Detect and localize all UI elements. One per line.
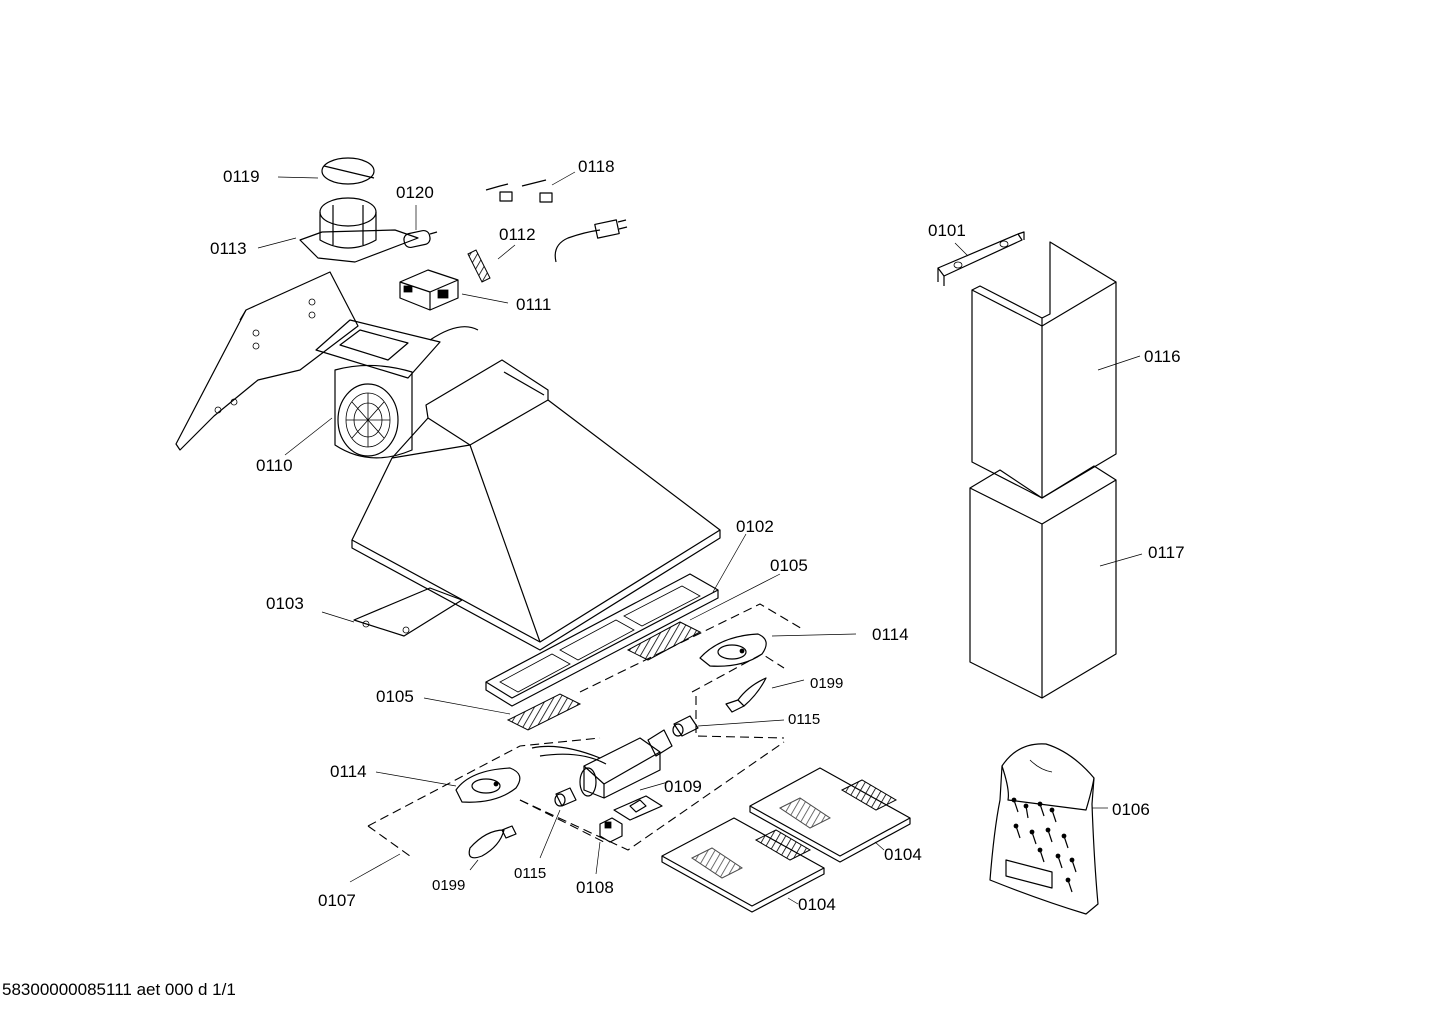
label-0108: 0108 xyxy=(576,878,614,897)
label-0111: 0111 xyxy=(516,295,551,314)
carbon-filter-upper-part xyxy=(749,767,911,863)
lamp-cover-upper-part xyxy=(699,633,857,667)
capacitor-part xyxy=(403,205,438,249)
label-0105-upper: 0105 xyxy=(770,556,808,575)
label-0106: 0106 xyxy=(1112,800,1150,819)
label-0107: 0107 xyxy=(318,891,356,910)
switch-group-leader xyxy=(349,853,401,883)
mounting-bracket-part xyxy=(175,271,359,451)
carbon-filter-lower-part xyxy=(661,817,825,913)
filter-frame-part xyxy=(485,533,747,707)
label-0104-left: 0104 xyxy=(798,895,836,914)
label-0113: 0113 xyxy=(210,239,247,258)
outlet-connector-part xyxy=(257,197,419,263)
damper-disc-part xyxy=(277,157,375,185)
grease-filter-upper-part xyxy=(626,573,781,661)
label-0115-upper: 0115 xyxy=(788,711,820,728)
label-0101: 0101 xyxy=(928,221,966,240)
label-0117: 0117 xyxy=(1148,543,1185,562)
document-reference-footer: 58300000085111 aet 000 d 1/1 xyxy=(2,980,236,999)
lamp-cover-lower-part xyxy=(375,767,521,803)
lamp-group-outline xyxy=(579,603,805,739)
label-0102: 0102 xyxy=(736,517,774,536)
lower-chimney-part xyxy=(969,465,1143,699)
label-0115-lower: 0115 xyxy=(514,865,546,882)
bulb-upper-part xyxy=(725,677,805,713)
label-0114-lower: 0114 xyxy=(330,762,367,781)
label-0118: 0118 xyxy=(578,157,615,176)
label-0109: 0109 xyxy=(664,777,702,796)
upper-chimney-part xyxy=(971,241,1141,499)
switch-knob-part xyxy=(595,817,623,875)
label-0104-right: 0104 xyxy=(884,845,922,864)
switch-wiring-part xyxy=(531,729,673,821)
label-0119: 0119 xyxy=(223,167,260,186)
label-0110: 0110 xyxy=(256,456,293,475)
hood-canopy-part xyxy=(351,359,721,651)
screws-icon xyxy=(1011,797,1077,893)
chimney-bracket-part xyxy=(937,231,1025,286)
label-0199-lower: 0199 xyxy=(432,877,465,894)
grease-filter-lower-part xyxy=(423,693,582,731)
blower-motor-part xyxy=(284,319,479,459)
label-0199-upper: 0199 xyxy=(810,675,843,692)
lamp-holder-lower-part xyxy=(539,787,577,859)
lamp-holder-upper-part xyxy=(672,715,785,737)
cable-filter-part xyxy=(467,244,516,283)
part-number-labels: 0119 0118 0120 0113 0112 0111 0101 0116 … xyxy=(210,157,1185,914)
rear-panel-part xyxy=(321,587,463,637)
label-0116: 0116 xyxy=(1144,347,1181,366)
label-0112: 0112 xyxy=(499,225,536,244)
bulb-lower-part xyxy=(468,825,517,871)
wiring-connectors-part xyxy=(485,171,628,263)
label-0105-lower: 0105 xyxy=(376,687,414,706)
label-0103: 0103 xyxy=(266,594,304,613)
hardware-bag-part xyxy=(989,743,1108,915)
label-0120: 0120 xyxy=(396,183,434,202)
label-0114-upper: 0114 xyxy=(872,625,909,644)
light-switch-group-outline xyxy=(367,737,785,857)
control-box-part xyxy=(399,269,509,311)
